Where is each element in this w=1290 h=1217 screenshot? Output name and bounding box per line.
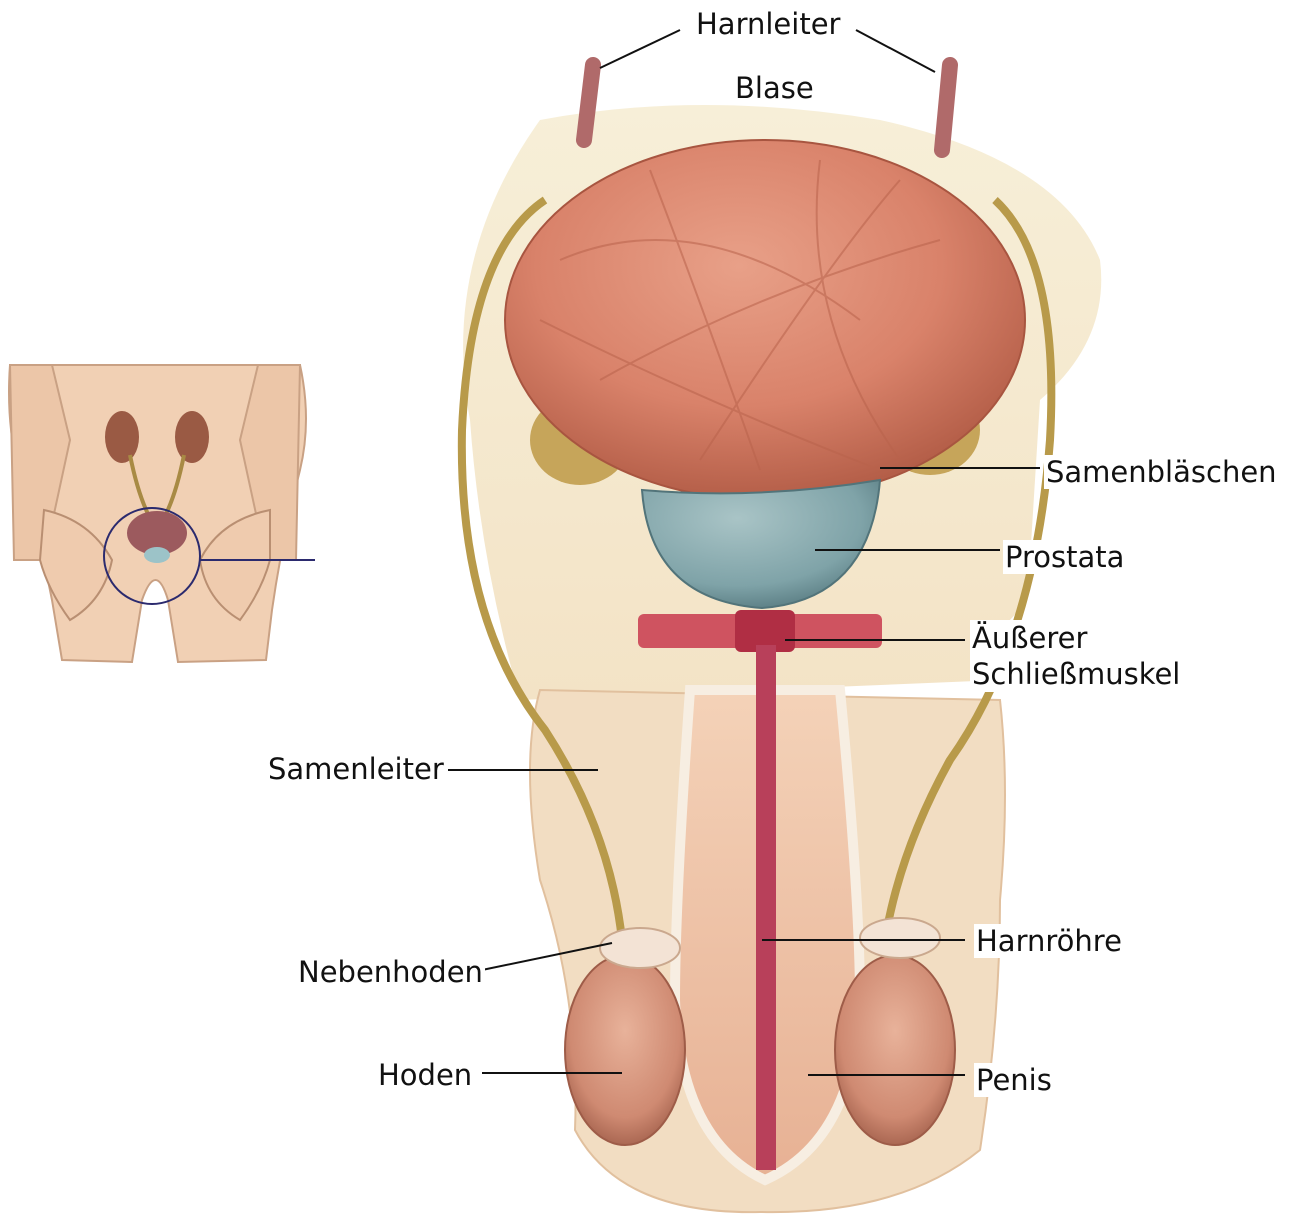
- label-schliessmuskel: Äußerer Schließmuskel: [970, 620, 1182, 692]
- right-epididymis: [860, 918, 940, 958]
- torso-inset: [9, 365, 315, 662]
- right-testis: [835, 955, 955, 1145]
- left-kidney-icon: [105, 411, 139, 463]
- label-schliessmuskel-line1: Äußerer: [972, 620, 1180, 656]
- left-epididymis: [600, 928, 680, 968]
- label-penis: Penis: [974, 1063, 1054, 1097]
- label-prostata: Prostata: [1003, 540, 1126, 574]
- label-nebenhoden: Nebenhoden: [296, 955, 485, 989]
- right-kidney-icon: [175, 411, 209, 463]
- right-ureter: [942, 65, 950, 150]
- label-samenleiter: Samenleiter: [266, 752, 446, 786]
- label-hoden: Hoden: [376, 1058, 474, 1092]
- harnleiter-leader-left: [600, 30, 680, 68]
- left-ureter: [584, 65, 593, 140]
- label-harnroehre: Harnröhre: [974, 924, 1124, 958]
- inset-prostate-icon: [144, 547, 170, 563]
- label-blase: Blase: [733, 71, 816, 105]
- label-harnleiter: Harnleiter: [694, 7, 842, 41]
- label-schliessmuskel-line2: Schließmuskel: [972, 656, 1180, 692]
- bladder: [505, 140, 1025, 500]
- label-samenblaeschen: Samenbläschen: [1044, 455, 1279, 489]
- harnleiter-leader-right: [856, 30, 935, 72]
- left-testis: [565, 955, 685, 1145]
